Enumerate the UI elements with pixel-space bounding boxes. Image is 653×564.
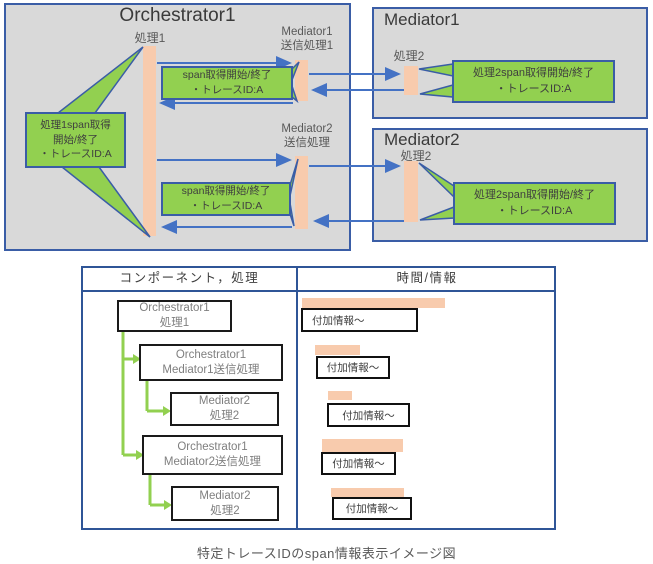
span-bar-5 bbox=[331, 488, 404, 497]
table-header-component: コンポーネント，処理 bbox=[119, 271, 260, 285]
mediator2-process2-label: 処理2 bbox=[400, 149, 432, 163]
table-header-divider bbox=[83, 290, 556, 292]
info-box-3: 付加情報～ bbox=[327, 403, 410, 427]
process1-label: 処理1 bbox=[134, 31, 166, 45]
mediator2-span-callout: 処理2span取得開始/終了 ・トレースID:A bbox=[453, 182, 616, 225]
info-box-4: 付加情報～ bbox=[321, 452, 396, 475]
mediator1-span-callout: 処理2span取得開始/終了 ・トレースID:A bbox=[452, 60, 615, 103]
span-bar-2 bbox=[315, 345, 360, 355]
process1-span-callout: 処理1span取得 開始/終了 ・トレースID:A bbox=[25, 112, 126, 168]
mediator2-title: Mediator2 bbox=[384, 130, 460, 149]
mediator1-title: Mediator1 bbox=[384, 10, 460, 29]
info-box-1: 付加情報～ bbox=[301, 308, 418, 332]
mediator2-send-lifeline-bar bbox=[295, 156, 308, 229]
tree-node-orchestrator1-process1: Orchestrator1 処理1 bbox=[117, 300, 232, 332]
span-bar-1 bbox=[302, 298, 445, 308]
span-callout-bottom: span取得開始/終了 ・トレースID:A bbox=[161, 182, 291, 216]
span-callout-top: span取得開始/終了 ・トレースID:A bbox=[161, 66, 293, 100]
info-box-5: 付加情報～ bbox=[332, 497, 412, 520]
tree-node-mediator2-process2-b: Mediator2 処理2 bbox=[171, 486, 279, 521]
table-header-time-info: 時間/情報 bbox=[396, 271, 458, 285]
mediator1-send-lifeline-bar bbox=[295, 60, 308, 101]
mediator1-process2-label: 処理2 bbox=[393, 49, 425, 63]
tree-node-orchestrator1-mediator2-send: Orchestrator1 Mediator2送信処理 bbox=[142, 435, 283, 475]
info-box-2: 付加情報～ bbox=[316, 356, 390, 379]
tree-node-mediator2-process2-a: Mediator2 処理2 bbox=[170, 392, 279, 426]
figure-caption: 特定トレースIDのspan情報表示イメージ図 bbox=[196, 546, 457, 561]
table-column-divider bbox=[296, 268, 298, 528]
tree-node-orchestrator1-mediator1-send: Orchestrator1 Mediator1送信処理 bbox=[139, 344, 283, 381]
span-bar-4 bbox=[322, 439, 403, 452]
mediator1-send-label: Mediator1 送信処理1 bbox=[280, 26, 334, 53]
span-bar-3 bbox=[328, 391, 352, 400]
orchestrator1-title: Orchestrator1 bbox=[119, 5, 236, 26]
process1-lifeline-bar bbox=[143, 46, 156, 236]
mediator1-process2-lifeline-bar bbox=[404, 66, 418, 95]
mediator2-process2-lifeline-bar bbox=[404, 161, 418, 222]
mediator2-send-label: Mediator2 送信処理 bbox=[281, 123, 333, 150]
